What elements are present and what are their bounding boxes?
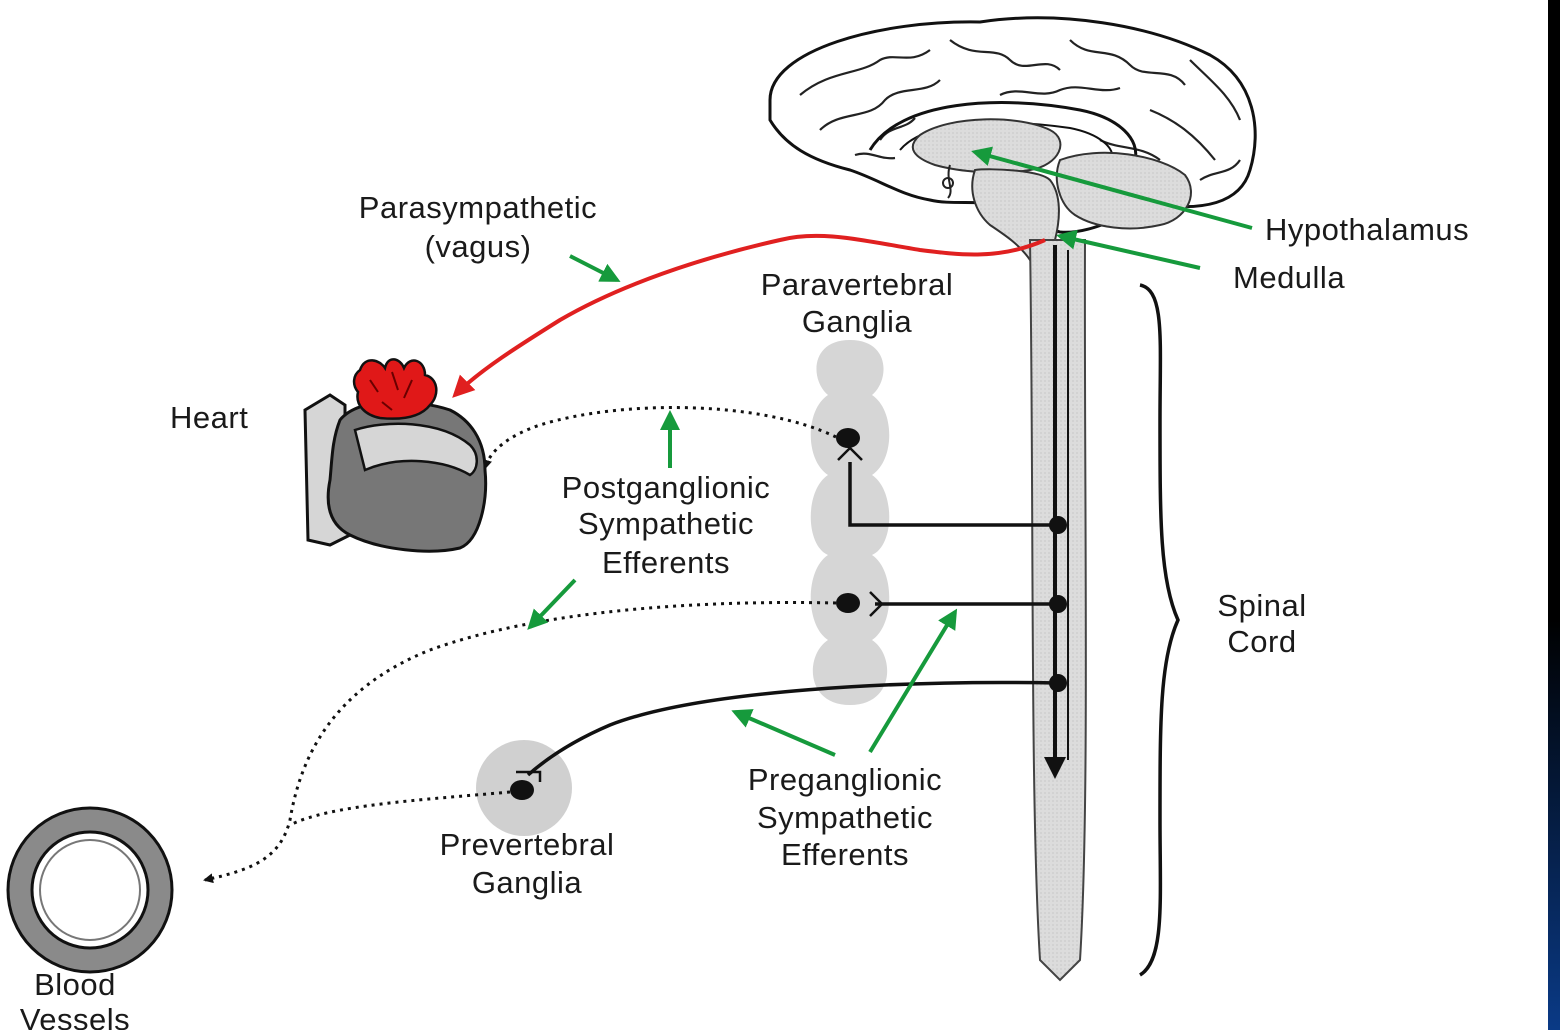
label-postganglionic-efferents: Efferents bbox=[602, 545, 730, 580]
label-paravertebral: Paravertebral bbox=[761, 267, 954, 302]
vagus-pointer bbox=[570, 256, 617, 280]
preganglionic-pointer-1 bbox=[735, 712, 835, 755]
label-parasympathetic: Parasympathetic bbox=[359, 190, 597, 225]
label-blood: Blood bbox=[34, 967, 116, 1002]
label-heart: Heart bbox=[170, 400, 248, 435]
postganglionic-vessels-pointer bbox=[530, 580, 575, 627]
label-hypothalamus: Hypothalamus bbox=[1265, 212, 1469, 247]
spinal-cord-brace bbox=[1140, 285, 1178, 975]
label-postganglionic-sympathetic: Sympathetic bbox=[578, 506, 754, 541]
label-prevertebral-ganglia: Ganglia bbox=[472, 865, 583, 900]
label-preganglionic-efferents: Efferents bbox=[781, 837, 909, 872]
vagus-nerve bbox=[455, 236, 1045, 395]
thalamus-region bbox=[913, 119, 1061, 172]
brain bbox=[770, 18, 1255, 260]
label-spinal: Spinal bbox=[1217, 588, 1306, 623]
label-paravertebral-ganglia: Ganglia bbox=[802, 304, 913, 339]
label-preganglionic-sympathetic: Sympathetic bbox=[757, 800, 933, 835]
label-prevertebral: Prevertebral bbox=[440, 827, 615, 862]
label-vessels: Vessels bbox=[20, 1002, 130, 1030]
label-vagus: (vagus) bbox=[425, 229, 532, 264]
label-pointer-arrows bbox=[530, 152, 1252, 755]
label-medulla: Medulla bbox=[1233, 260, 1345, 295]
label-preganglionic: Preganglionic bbox=[748, 762, 942, 797]
label-postganglionic: Postganglionic bbox=[562, 470, 771, 505]
slide-right-edge bbox=[1548, 0, 1560, 1030]
heart-atria bbox=[354, 359, 436, 418]
blood-vessel-illustration bbox=[8, 808, 172, 972]
label-cord: Cord bbox=[1227, 624, 1296, 659]
heart-illustration bbox=[305, 359, 486, 551]
postganglionic-to-heart bbox=[485, 408, 836, 468]
